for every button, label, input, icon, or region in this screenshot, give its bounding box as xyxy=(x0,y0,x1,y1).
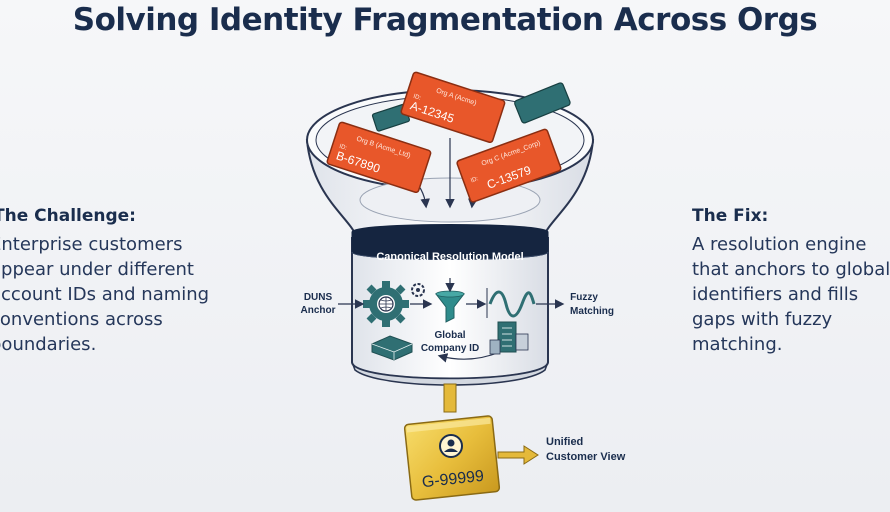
fix-line: A resolution engine xyxy=(692,234,867,255)
global-id-label-line: Global xyxy=(434,330,465,341)
fuzzy-label-line: Matching xyxy=(570,306,614,317)
funnel-filter-icon xyxy=(434,290,466,323)
page-title: Solving Identity Fragmentation Across Or… xyxy=(72,2,818,38)
output-spout xyxy=(443,383,457,413)
teal-tile-right xyxy=(514,82,571,124)
challenge-line: boundaries. xyxy=(0,334,97,355)
challenge-line: Enterprise customers xyxy=(0,234,183,255)
global-id-label-line: Company ID xyxy=(421,343,479,354)
gear-globe-icon xyxy=(363,281,409,327)
challenge-panel: The Challenge: Enterprise customers appe… xyxy=(0,206,209,357)
unified-label-line: Customer View xyxy=(546,451,626,463)
fix-line: identifiers and fills xyxy=(692,284,859,305)
model-label: Canonical Resolution Model xyxy=(376,251,523,263)
fix-panel: The Fix: A resolution engine that anchor… xyxy=(692,206,890,357)
fix-line: that anchors to global xyxy=(692,259,890,280)
user-avatar-icon xyxy=(439,434,463,458)
fix-heading: The Fix: xyxy=(692,206,769,226)
output-arrow xyxy=(497,445,539,465)
duns-label-line: Anchor xyxy=(301,305,336,316)
challenge-line: conventions across xyxy=(0,309,163,330)
building-right-icon xyxy=(489,321,529,355)
org-card-sub: ID: xyxy=(338,144,347,152)
org-card-sub: ID: xyxy=(470,176,480,184)
fix-line: gaps with fuzzy xyxy=(692,309,833,330)
golden-id-card xyxy=(403,415,501,501)
unified-label-line: Unified xyxy=(546,436,583,448)
org-card-sub: ID: xyxy=(412,94,421,102)
fuzzy-wave-icon xyxy=(486,288,536,318)
challenge-heading: The Challenge: xyxy=(0,206,136,226)
fuzzy-label-line: Fuzzy xyxy=(570,292,598,303)
duns-label-line: DUNS xyxy=(304,292,333,303)
golden-id-text: G-99999 xyxy=(421,468,485,491)
fix-line: matching. xyxy=(692,334,783,355)
challenge-line: account IDs and naming xyxy=(0,284,210,305)
challenge-line: appear under different xyxy=(0,259,194,280)
small-gear-icon xyxy=(411,283,425,297)
building-left-icon xyxy=(371,335,413,361)
